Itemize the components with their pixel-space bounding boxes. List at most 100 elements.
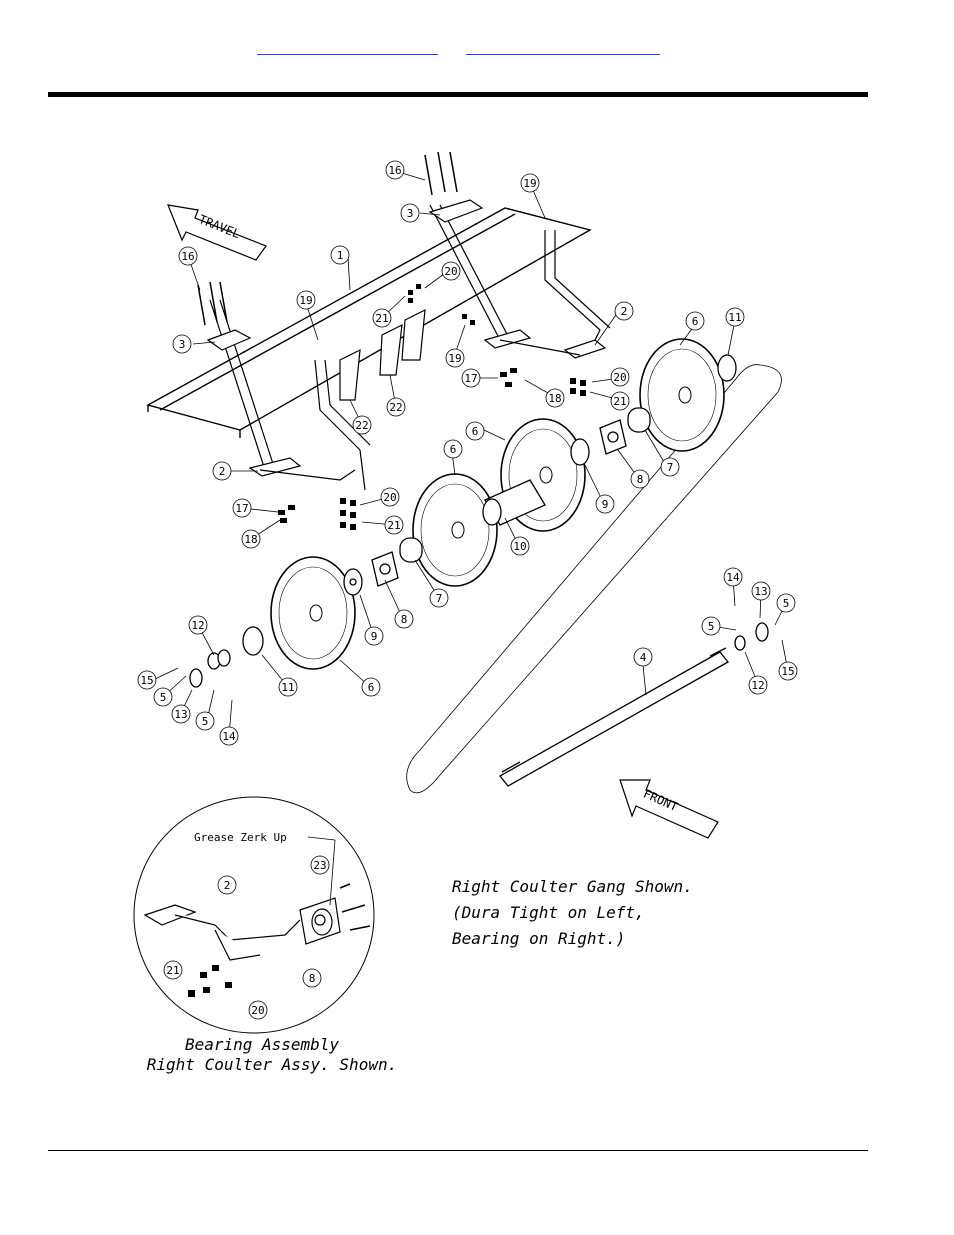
svg-text:5: 5 bbox=[708, 620, 715, 633]
svg-text:15: 15 bbox=[781, 665, 794, 678]
svg-text:15: 15 bbox=[140, 674, 153, 687]
callout-6b: 6 bbox=[466, 422, 484, 440]
svg-text:19: 19 bbox=[299, 294, 312, 307]
svg-text:18: 18 bbox=[244, 533, 257, 546]
svg-text:21: 21 bbox=[166, 964, 179, 977]
svg-text:11: 11 bbox=[281, 681, 294, 694]
svg-text:13: 13 bbox=[174, 708, 187, 721]
callout-6c: 6 bbox=[444, 440, 462, 458]
parts-diagram: TRAVEL FRONT bbox=[78, 140, 838, 1080]
svg-text:6: 6 bbox=[368, 681, 375, 694]
svg-text:17: 17 bbox=[464, 372, 477, 385]
header-link-left[interactable] bbox=[257, 40, 438, 55]
callout-16a: 16 bbox=[386, 161, 404, 179]
svg-text:3: 3 bbox=[407, 207, 414, 220]
svg-text:12: 12 bbox=[751, 679, 764, 692]
svg-text:5: 5 bbox=[202, 715, 209, 728]
grease-zerk-note: Grease Zerk Up bbox=[194, 831, 287, 844]
svg-text:23: 23 bbox=[313, 859, 326, 872]
callout-15b: 15 bbox=[779, 662, 797, 680]
callout-3b: 3 bbox=[173, 335, 191, 353]
bearing-assembly-inset: Grease Zerk Up 2 23 8 21 20 bbox=[134, 797, 374, 1033]
callout-14a: 14 bbox=[220, 727, 238, 745]
bottom-rule bbox=[48, 1150, 868, 1151]
callout-22a: 22 bbox=[353, 416, 371, 434]
callout-9a: 9 bbox=[596, 495, 614, 513]
svg-text:21: 21 bbox=[387, 519, 400, 532]
callout-6a: 6 bbox=[686, 312, 704, 330]
inset-callout-20: 20 bbox=[249, 1001, 267, 1019]
svg-text:21: 21 bbox=[613, 395, 626, 408]
svg-text:22: 22 bbox=[355, 419, 368, 432]
callout-9b: 9 bbox=[365, 627, 383, 645]
svg-text:16: 16 bbox=[181, 250, 194, 263]
callout-21b: 21 bbox=[611, 392, 629, 410]
inset-callout-23: 23 bbox=[311, 856, 329, 874]
top-rule bbox=[48, 92, 868, 97]
callout-20a: 20 bbox=[442, 262, 460, 280]
svg-text:12: 12 bbox=[191, 619, 204, 632]
svg-text:13: 13 bbox=[754, 585, 767, 598]
svg-text:19: 19 bbox=[523, 177, 536, 190]
callout-12b: 12 bbox=[749, 676, 767, 694]
callout-11b: 11 bbox=[279, 678, 297, 696]
callout-4: 4 bbox=[634, 648, 652, 666]
svg-text:9: 9 bbox=[371, 630, 378, 643]
callout-8a: 8 bbox=[631, 470, 649, 488]
note-line3: Bearing on Right.) bbox=[452, 929, 625, 948]
callout-17a: 17 bbox=[462, 369, 480, 387]
note-line1: Right Coulter Gang Shown. bbox=[452, 877, 693, 896]
svg-text:14: 14 bbox=[726, 571, 740, 584]
svg-text:20: 20 bbox=[383, 491, 396, 504]
callout-11a: 11 bbox=[726, 308, 744, 326]
callout-5b: 5 bbox=[196, 712, 214, 730]
svg-text:7: 7 bbox=[667, 461, 674, 474]
svg-text:22: 22 bbox=[389, 401, 402, 414]
callout-19b: 19 bbox=[297, 291, 315, 309]
svg-text:2: 2 bbox=[224, 879, 231, 892]
svg-text:20: 20 bbox=[444, 265, 457, 278]
callout-7a: 7 bbox=[661, 458, 679, 476]
svg-text:18: 18 bbox=[548, 392, 561, 405]
header-link-right[interactable] bbox=[466, 40, 660, 55]
svg-text:5: 5 bbox=[783, 597, 790, 610]
svg-text:7: 7 bbox=[436, 592, 443, 605]
callout-1: 1 bbox=[331, 246, 349, 264]
callout-5d: 5 bbox=[777, 594, 795, 612]
svg-text:17: 17 bbox=[235, 502, 248, 515]
svg-text:3: 3 bbox=[179, 338, 186, 351]
callout-17b: 17 bbox=[233, 499, 251, 517]
svg-text:2: 2 bbox=[219, 465, 226, 478]
callout-13b: 13 bbox=[752, 582, 770, 600]
svg-text:8: 8 bbox=[309, 972, 316, 985]
svg-text:21: 21 bbox=[375, 312, 388, 325]
note-line2: (Dura Tight on Left, bbox=[452, 903, 645, 922]
coulter-disc-4 bbox=[640, 339, 724, 451]
callout-5a: 5 bbox=[154, 688, 172, 706]
callout-20c: 20 bbox=[381, 488, 399, 506]
parts-diagram-svg: TRAVEL FRONT bbox=[78, 140, 838, 1080]
callout-7b: 7 bbox=[430, 589, 448, 607]
callout-8b: 8 bbox=[395, 610, 413, 628]
callout-18b: 18 bbox=[242, 530, 260, 548]
callout-15a: 15 bbox=[138, 671, 156, 689]
callout-14b: 14 bbox=[724, 568, 742, 586]
callout-2a: 2 bbox=[615, 302, 633, 320]
svg-text:8: 8 bbox=[637, 473, 644, 486]
svg-text:11: 11 bbox=[728, 311, 741, 324]
coulter-disc-2 bbox=[413, 474, 497, 586]
callout-18a: 18 bbox=[546, 389, 564, 407]
svg-text:20: 20 bbox=[251, 1004, 264, 1017]
callout-13a: 13 bbox=[172, 705, 190, 723]
callout-5c: 5 bbox=[702, 617, 720, 635]
svg-text:9: 9 bbox=[602, 498, 609, 511]
coulter-disc-1 bbox=[271, 557, 355, 669]
callout-6d: 6 bbox=[362, 678, 380, 696]
callout-3a: 3 bbox=[401, 204, 419, 222]
callout-12a: 12 bbox=[189, 616, 207, 634]
callout-21c: 21 bbox=[385, 516, 403, 534]
svg-text:6: 6 bbox=[472, 425, 479, 438]
svg-text:8: 8 bbox=[401, 613, 408, 626]
inset-caption-line2: Right Coulter Assy. Shown. bbox=[147, 1055, 397, 1074]
callout-19c: 19 bbox=[446, 349, 464, 367]
